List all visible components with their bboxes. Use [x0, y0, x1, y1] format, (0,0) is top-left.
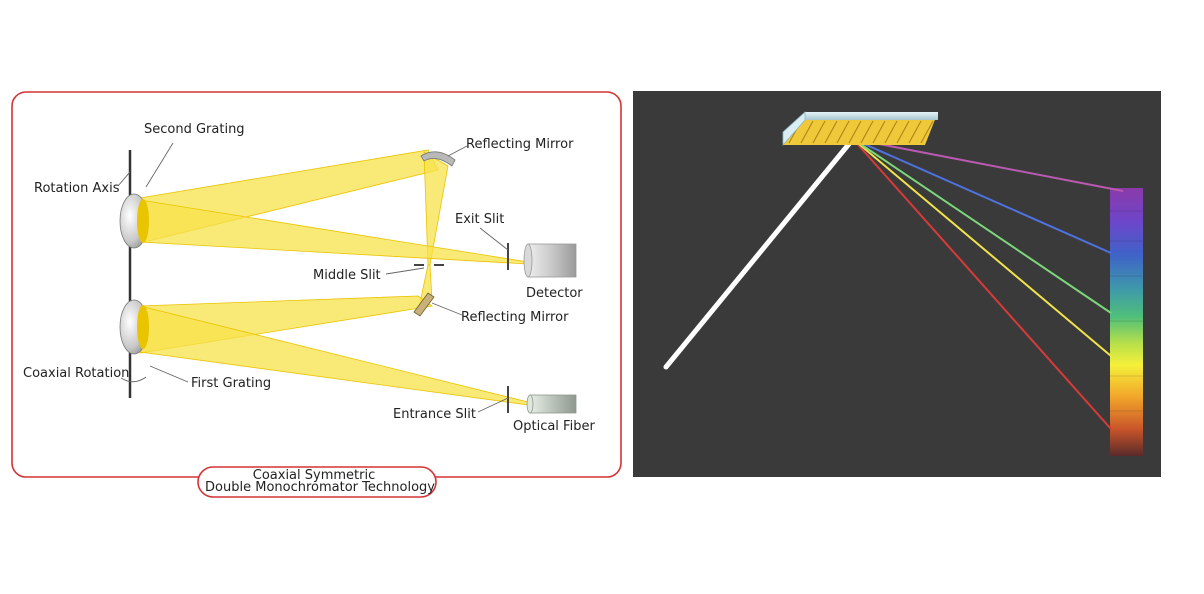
label-exit-slit: Exit Slit [455, 212, 504, 227]
label-reflecting-mirror-top: Reflecting Mirror [466, 137, 574, 152]
label-second-grating: Second Grating [144, 122, 245, 137]
label-coaxial-rotation: Coaxial Rotation [23, 366, 129, 381]
spectrum-illustration [663, 111, 1143, 456]
label-middle-slit: Middle Slit [313, 268, 381, 283]
caption-badge: Coaxial Symmetric Double Monochromator T… [197, 466, 437, 498]
ray-red [852, 138, 1112, 430]
label-rotation-axis: Rotation Axis [34, 181, 120, 196]
top-reflecting-mirror [420, 151, 456, 167]
second-grating [119, 193, 149, 249]
label-detector: Detector [526, 286, 583, 301]
first-grating [119, 299, 149, 355]
spectrum-dispersion-image [633, 91, 1161, 477]
incident-white-beam [663, 136, 856, 370]
double-monochromator-diagram: Second Grating Rotation Axis Reflecting … [11, 91, 622, 498]
label-reflecting-mirror-bottom: Reflecting Mirror [461, 310, 569, 325]
ray-yellow [852, 138, 1112, 357]
ray-green [852, 138, 1112, 314]
optical-fiber [526, 394, 577, 414]
dispersed-rays [852, 138, 1124, 430]
spectrum-strip-lines [1110, 210, 1143, 412]
diffraction-grating [782, 111, 938, 147]
spectrum-strip [1110, 188, 1143, 456]
ray-blue [852, 138, 1112, 254]
detector [523, 243, 577, 278]
light-beams [139, 149, 537, 407]
label-first-grating: First Grating [191, 376, 271, 391]
bottom-reflecting-mirror [413, 292, 435, 317]
caption-line-1: Coaxial Symmetric [253, 468, 375, 483]
ray-violet [852, 138, 1124, 192]
label-entrance-slit: Entrance Slit [393, 407, 476, 422]
leader-lines [117, 142, 509, 413]
label-optical-fiber: Optical Fiber [513, 419, 595, 434]
caption-line-2: Double Monochromator Technology [205, 480, 435, 495]
